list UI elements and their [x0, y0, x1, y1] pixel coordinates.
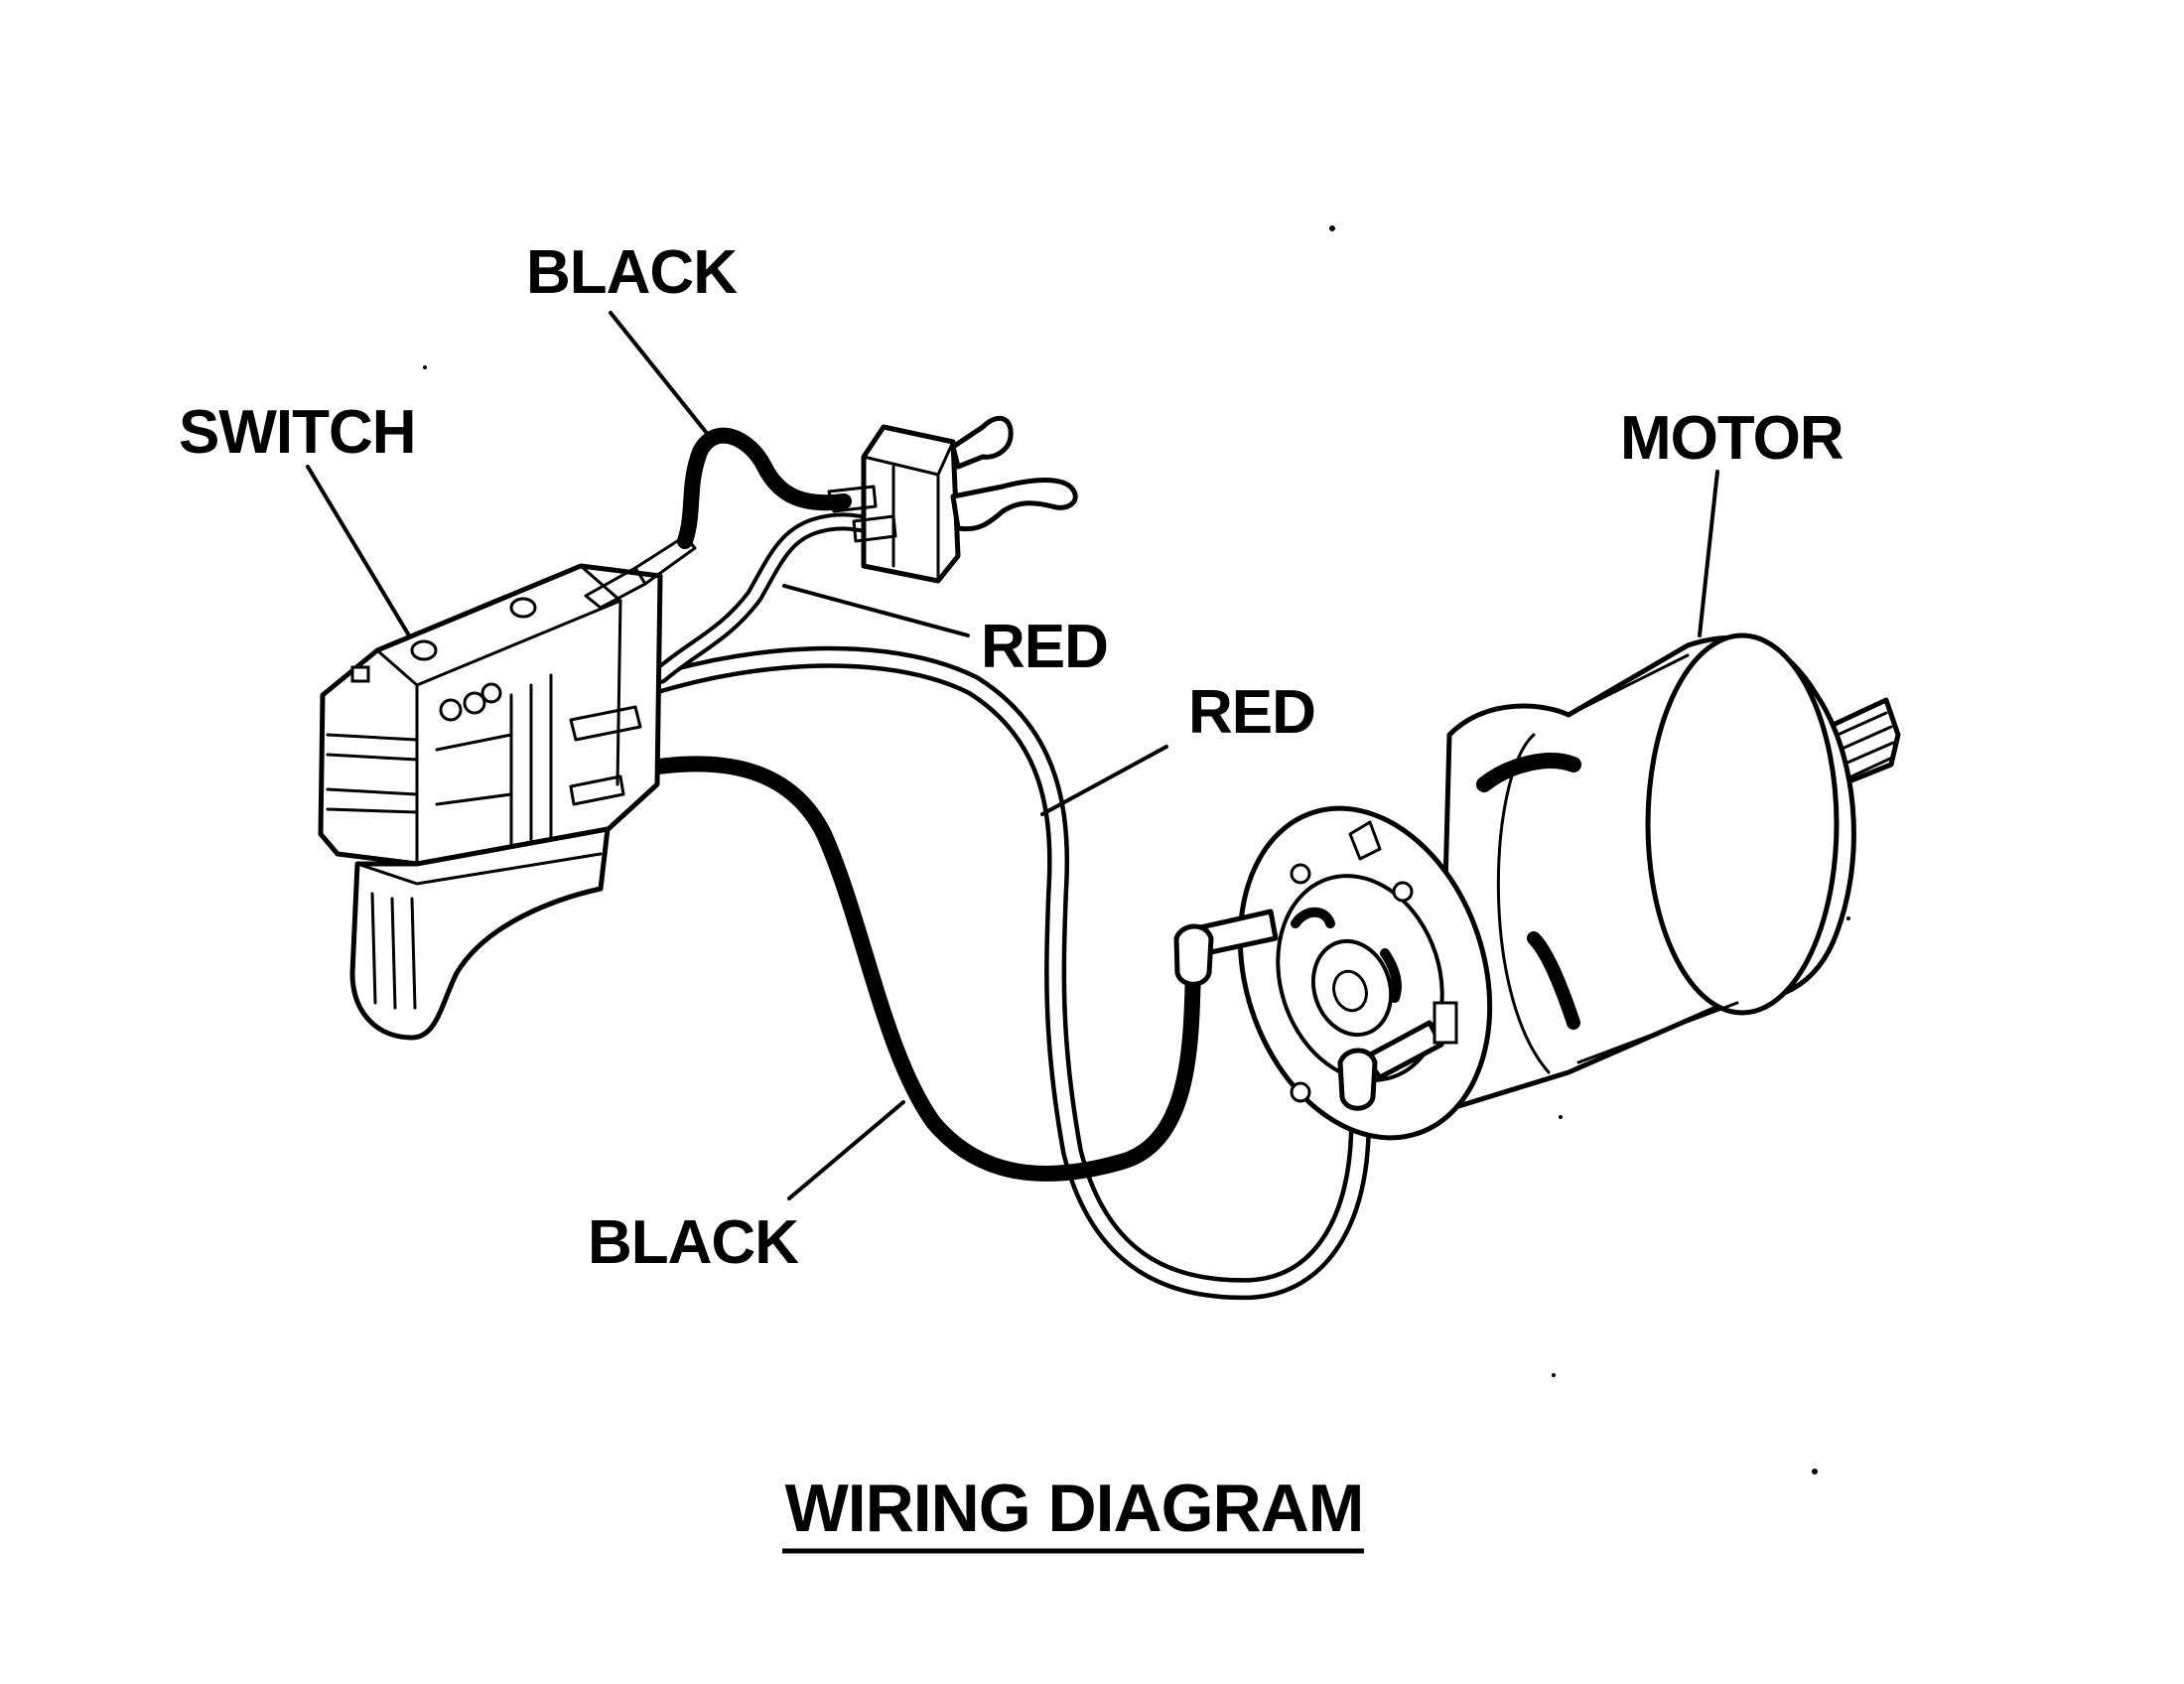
label-switch: SWITCH: [179, 398, 416, 467]
leader-motor: [1698, 470, 1719, 637]
label-motor: MOTOR: [1620, 404, 1843, 473]
red-wire-short: [651, 512, 892, 684]
connector-part: [827, 415, 1078, 584]
motor-part: [1173, 632, 1901, 1141]
scan-specks: [423, 225, 1850, 1474]
label-red-middle: RED: [1188, 678, 1315, 747]
black-wire-long: [568, 756, 1201, 1182]
label-red-top: RED: [981, 613, 1108, 681]
switch-part: [318, 534, 697, 1041]
diagram-title: WIRING DIAGRAM: [785, 1471, 1364, 1546]
leader-black-top: [609, 311, 712, 439]
label-black-top: BLACK: [526, 238, 738, 307]
black-wire-short: [677, 427, 852, 549]
label-black-bottom: BLACK: [588, 1208, 799, 1277]
leader-red-top: [782, 584, 970, 637]
leader-switch: [306, 465, 411, 637]
leader-red-middle: [1040, 745, 1168, 816]
red-wire-long: [560, 645, 1372, 1301]
leader-black-bottom: [787, 1100, 905, 1200]
